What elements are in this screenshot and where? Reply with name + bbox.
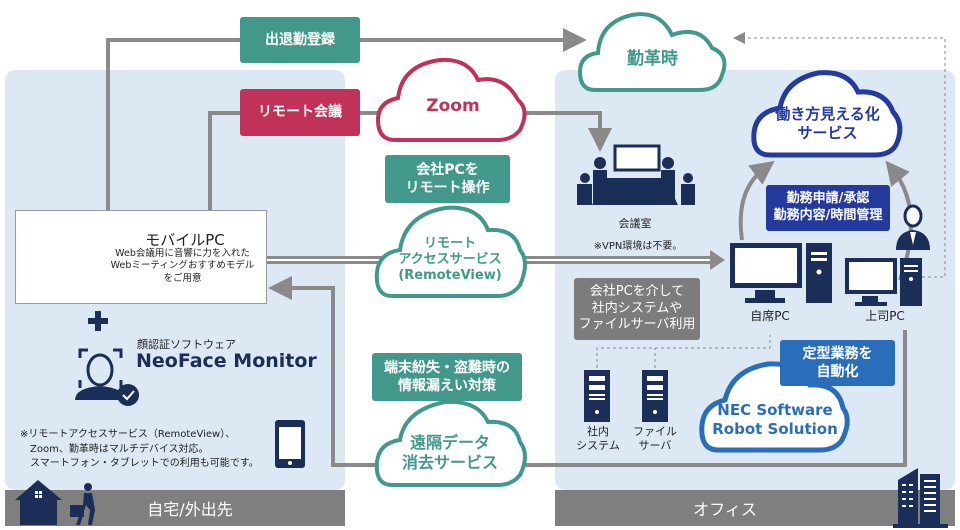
office-footer: オフィス	[555, 490, 955, 526]
automation-label: 定型業務を 自動化	[780, 340, 895, 386]
cloud-remote-wipe	[374, 399, 527, 487]
internal-system-server-icon	[584, 370, 610, 422]
face-software-subtitle: 顔認証ソフトウェア	[137, 338, 236, 351]
cloud-kinkakuji	[577, 12, 727, 92]
vpn-note: ※VPN環境は不要。	[593, 241, 683, 252]
kinkakuji-cloud-label: 勤革時	[627, 49, 678, 70]
file-server-label: ファイル サーバ	[633, 425, 677, 453]
remote-access-cloud-label: リモート アクセスサービス (RemoteView)	[398, 235, 502, 284]
zoom-cloud-label: Zoom	[426, 96, 480, 117]
house-icon	[15, 480, 62, 525]
file-server-icon	[642, 370, 668, 422]
via-company-pc-label: 会社PCを介して 社内システムや ファイルサーバ利用	[574, 278, 700, 340]
remote-wipe-cloud-label: 遠隔データ 消去サービス	[401, 433, 498, 472]
cloud-zoom	[375, 57, 527, 142]
connector-dotted-server	[596, 335, 771, 368]
robot-cloud-label: NEC Software Robot Solution	[712, 401, 838, 438]
remote-operate-label: 会社PCを リモート操作	[385, 155, 510, 203]
mobile-pc-description: Web会議用に音響に力を入れた Webミーティングおすすめモデル をご用意	[110, 248, 255, 284]
boss-person-icon	[896, 204, 930, 250]
connector-remote-wipe	[268, 276, 907, 467]
home-footer: 自宅/外出先	[5, 490, 345, 526]
lost-device-label: 端末紛失・盗難時の 情報漏えい対策	[372, 353, 522, 401]
workstyle-cloud-label: 働き方見える化 サービス	[775, 105, 880, 142]
home-footer-label: 自宅/外出先	[147, 500, 233, 519]
mobile-pc-title: モバイルPC	[145, 231, 225, 249]
own-pc-icon	[730, 243, 832, 303]
mobile-pc-card	[15, 210, 267, 304]
boss-pc-icon	[845, 258, 922, 306]
face-software-name: NeoFace Monitor	[136, 350, 317, 372]
attendance-label: 出退勤登録	[240, 17, 360, 63]
connector-dotted-boss	[745, 37, 946, 278]
plus-icon	[88, 311, 108, 331]
smartphone-icon	[275, 420, 305, 468]
cloud-workstyle	[751, 70, 903, 158]
curve-arrow-own-pc	[738, 160, 775, 241]
connector-attendance	[106, 28, 587, 210]
multi-device-note: ※リモートアクセスサービス（RemoteView）、 Zoom、勤革時はマルチデ…	[20, 429, 259, 469]
face-recognition-icon	[75, 348, 139, 406]
own-pc-label: 自席PC	[750, 309, 790, 323]
internal-system-label: 社内 システム	[576, 425, 620, 453]
connector-remote-access-arrow	[710, 250, 725, 270]
office-footer-label: オフィス	[693, 500, 757, 519]
remote-meeting-label: リモート会議	[240, 89, 360, 136]
meeting-room-label: 会議室	[618, 217, 652, 230]
office-building-icon	[893, 468, 948, 528]
work-request-label: 勤務申請/承認 勤務内容/時間管理	[766, 185, 890, 231]
meeting-room-icon	[577, 144, 695, 205]
cloud-remote-access	[374, 205, 527, 298]
boss-pc-label: 上司PC	[865, 309, 905, 323]
businessperson-walking-icon	[70, 483, 95, 525]
